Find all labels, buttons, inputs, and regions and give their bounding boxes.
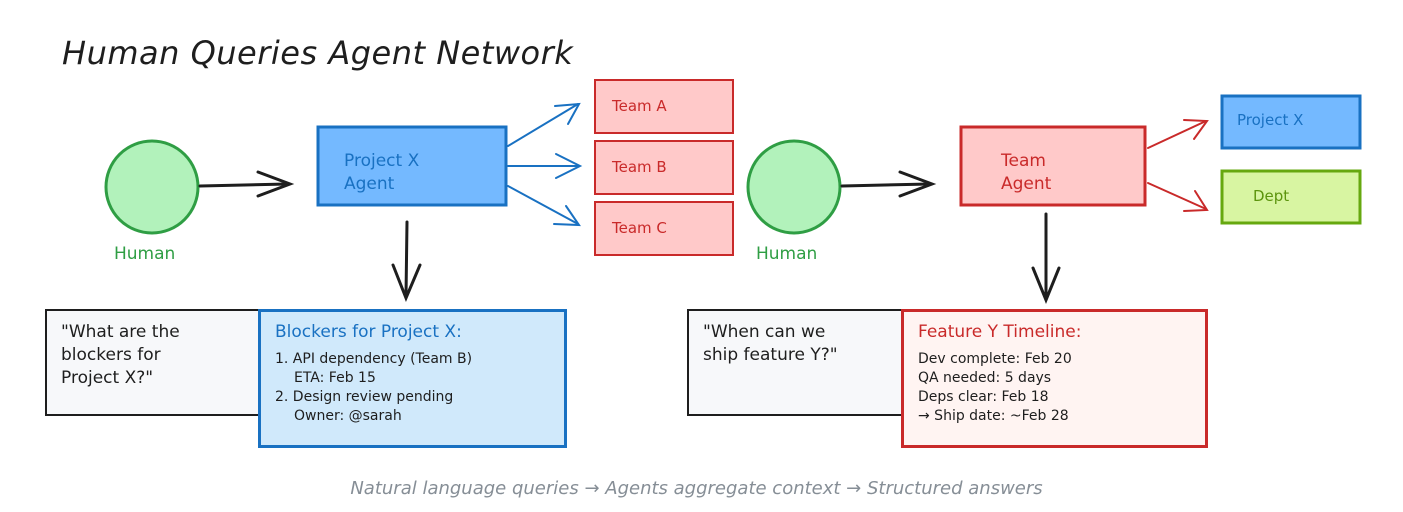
- answer-box-left: Blockers for Project X: 1. API dependenc…: [258, 309, 567, 448]
- answer-line: Dev complete: Feb 20: [918, 351, 1072, 367]
- query-box-left: "What are the blockers for Project X?": [45, 309, 265, 416]
- human-node-right: [746, 139, 842, 235]
- agent-label-line-1: Team: [1001, 151, 1046, 171]
- human-label-left: Human: [114, 244, 176, 264]
- arrow-team-agent-down: [1031, 212, 1061, 304]
- arrow-human-to-team-agent: [840, 170, 937, 198]
- answer-line: QA needed: 5 days: [918, 370, 1052, 386]
- query-box-right: "When can we ship feature Y?": [687, 309, 909, 416]
- answer-line: 2. Design review pending: [275, 389, 454, 405]
- team-agent-box: [959, 125, 1147, 207]
- agent-label-line-1: Project X: [344, 151, 420, 171]
- answer-box-right: Feature Y Timeline: Dev complete: Feb 20…: [901, 309, 1208, 448]
- query-text-right: "When can we ship feature Y?": [703, 322, 838, 365]
- agent-label-line-2: Agent: [1001, 174, 1052, 194]
- team-c-label: Team C: [612, 219, 667, 237]
- answer-heading-left: Blockers for Project X:: [275, 322, 462, 342]
- human-node-left: [104, 139, 200, 235]
- answer-line: 1. API dependency (Team B): [275, 351, 473, 367]
- answer-line: Owner: @sarah: [294, 408, 402, 424]
- human-label-right: Human: [756, 244, 818, 264]
- answer-line: → Ship date: ~Feb 28: [918, 408, 1069, 424]
- team-c-box: [594, 201, 734, 256]
- answer-line: Deps clear: Feb 18: [918, 389, 1049, 405]
- arrows-agent-to-teams: [507, 102, 583, 227]
- team-a-label: Team A: [612, 97, 667, 115]
- page-title: Human Queries Agent Network: [62, 34, 574, 72]
- team-a-box: [594, 79, 734, 134]
- team-b-box: [594, 140, 734, 195]
- target-project-x-box: [1220, 94, 1362, 150]
- target-dept-label: Dept: [1253, 187, 1290, 205]
- footer-caption: Natural language queries → Agents aggreg…: [350, 478, 1043, 499]
- answer-line: ETA: Feb 15: [294, 370, 376, 386]
- project-x-agent-box: [316, 125, 508, 207]
- arrows-team-agent-to-targets: [1147, 119, 1209, 212]
- query-text-left: "What are the blockers for Project X?": [61, 322, 180, 388]
- answer-heading-right: Feature Y Timeline:: [918, 322, 1082, 342]
- arrow-human-to-project-agent: [198, 170, 295, 198]
- arrow-project-agent-down: [391, 220, 422, 302]
- team-agent-label: Team Agent: [1001, 150, 1051, 196]
- team-b-label: Team B: [612, 158, 667, 176]
- target-project-x-label: Project X: [1237, 111, 1304, 129]
- project-x-agent-label: Project X Agent: [344, 150, 419, 196]
- target-dept-box: [1220, 169, 1362, 225]
- agent-label-line-2: Agent: [344, 174, 395, 194]
